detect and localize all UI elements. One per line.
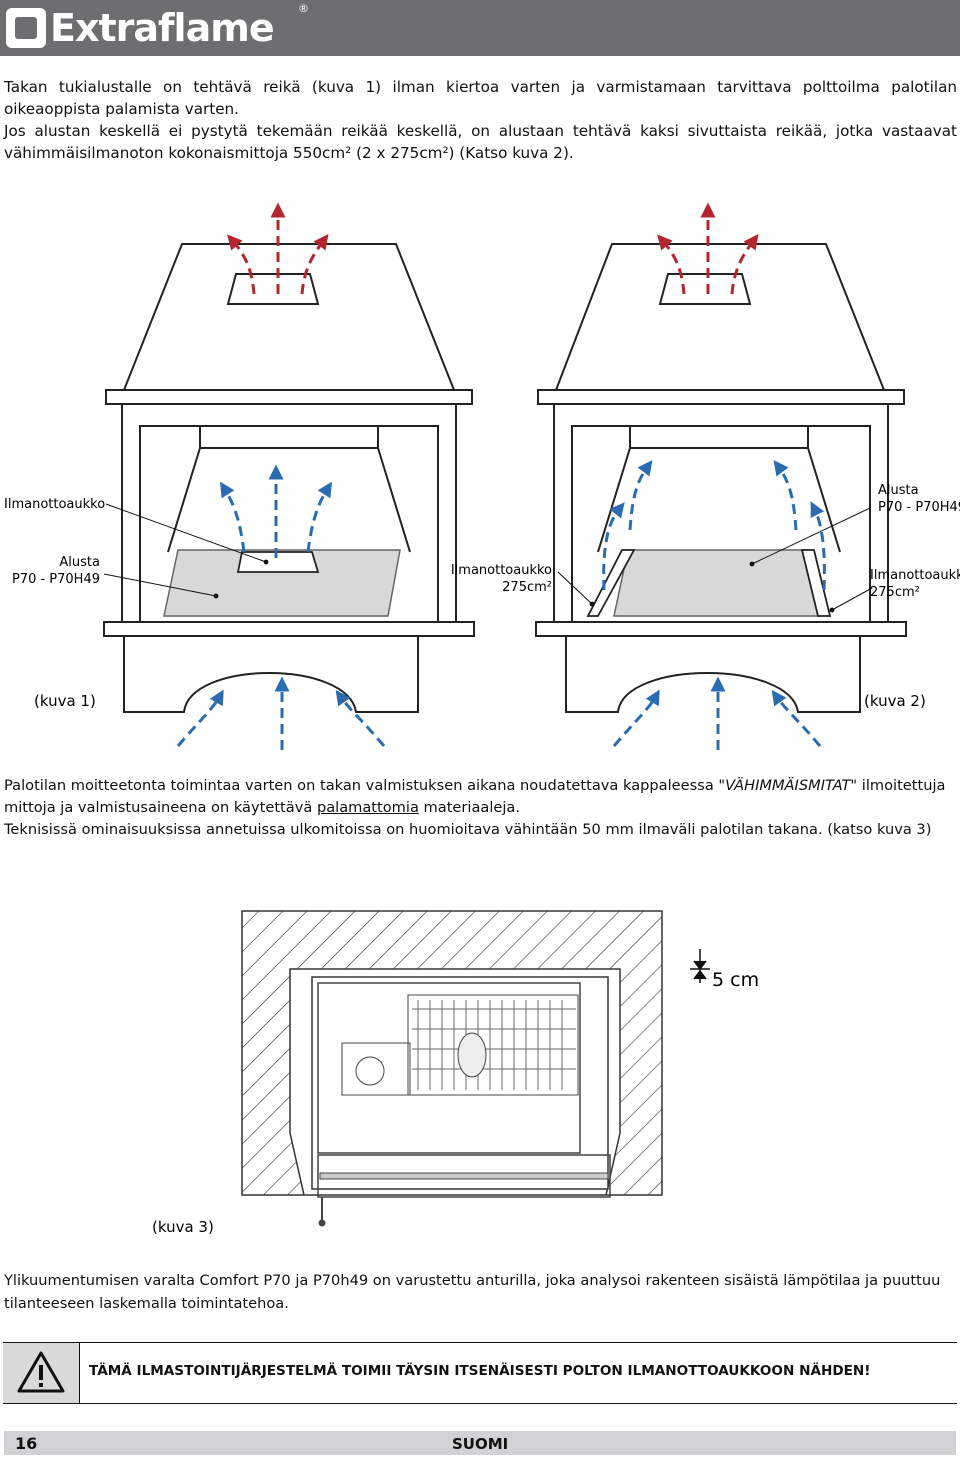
overheat-paragraph: Ylikuumentumisen varalta Comfort P70 ja … — [4, 1272, 941, 1312]
intro-paragraph-1: Takan tukialustalle on tehtävä reikä (ku… — [4, 78, 957, 118]
fireplace-diagram-2 — [535, 243, 907, 713]
page-number: 16 — [15, 1434, 38, 1453]
clearance-paragraph-2: Teknisissä ominaisuuksissa annetuissa ul… — [4, 821, 932, 838]
fig2-intake-left-label-1: Ilmanottoaukko — [451, 563, 552, 578]
clearance-text-c: materiaaleja. — [418, 799, 520, 816]
fig2-base-label-1: Alusta — [878, 483, 919, 498]
fig2-caption: (kuva 2) — [864, 692, 926, 710]
fig2-base-label-2: P70 - P70H49 — [878, 500, 960, 515]
blue-intake-arrows-2 — [602, 459, 826, 750]
intro-text: Takan tukialustalle on tehtävä reikä (ku… — [4, 76, 957, 164]
warning-triangle-icon — [17, 1351, 65, 1393]
brand-logo: Extraflame — [6, 6, 275, 50]
red-exhaust-arrows-1 — [227, 202, 329, 295]
brand-header: Extraflame ® — [0, 0, 960, 56]
page-footer: 16 SUOMI — [4, 1431, 956, 1455]
fig3-caption: (kuva 3) — [152, 1218, 214, 1235]
fig1-caption: (kuva 1) — [34, 692, 96, 710]
figures-1-2: Ilmanottoaukko Alusta P70 - P70H49 (kuva… — [0, 190, 960, 760]
blue-intake-arrows-1 — [176, 464, 386, 750]
fig1-base-label-1: Alusta — [59, 555, 100, 570]
leader-lines-1 — [103, 503, 269, 599]
fig1-base-label-2: P70 - P70H49 — [12, 572, 100, 587]
intro-paragraph-2: Jos alustan keskellä ei pystytä tekemään… — [4, 122, 957, 162]
clearance-text: Palotilan moitteetonta toimintaa varten … — [4, 775, 958, 841]
logo-mark-icon — [6, 8, 46, 48]
overheat-text: Ylikuumentumisen varalta Comfort P70 ja … — [4, 1269, 958, 1315]
leader-lines-2 — [557, 507, 873, 613]
language-label: SUOMI — [452, 1435, 509, 1453]
warning-icon-box — [3, 1343, 80, 1403]
clearance-text-emphasis: "VÄHIMMÄISMITAT" — [718, 777, 858, 794]
clearance-text-b: ilmoitettuja mittoja ja valmistusaineena… — [4, 777, 946, 816]
registered-mark: ® — [298, 2, 309, 15]
fireplace-diagram-1 — [103, 243, 475, 713]
warning-box: TÄMÄ ILMASTOINTIJÄRJESTELMÄ TOIMII TÄYSI… — [3, 1342, 957, 1404]
fig2-intake-left-label-2: 275cm² — [502, 580, 552, 595]
clearance-text-a: Palotilan moitteetonta toimintaa varten … — [4, 777, 719, 794]
warning-text: TÄMÄ ILMASTOINTIJÄRJESTELMÄ TOIMII TÄYSI… — [89, 1363, 871, 1379]
fireplace-insert — [317, 982, 611, 1227]
figure-3: 5 cm (kuva 3) — [0, 905, 960, 1236]
gap-dimension — [690, 949, 710, 983]
red-exhaust-arrows-2 — [657, 202, 759, 295]
fig2-intake-right-label-1: Ilmanottoaukko — [870, 568, 960, 583]
fig2-intake-right-label-2: 275cm² — [870, 585, 920, 600]
dimension-label: 5 cm — [712, 969, 759, 991]
brand-name: Extraflame — [50, 6, 275, 50]
clearance-paragraph-1: Palotilan moitteetonta toimintaa varten … — [4, 775, 958, 819]
fig1-intake-label: Ilmanottoaukko — [4, 497, 105, 512]
clearance-text-underline: palamattomia — [316, 799, 419, 816]
